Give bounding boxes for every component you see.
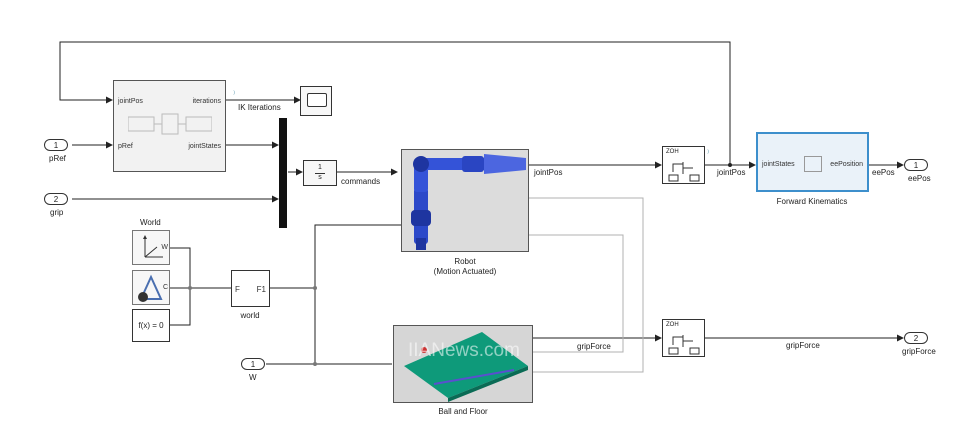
world-frame-axes-icon <box>143 235 163 258</box>
outport-eepos-label: eePos <box>908 174 931 183</box>
inport-grip-label: grip <box>50 208 64 217</box>
rigid-transform-block[interactable]: F F1 <box>231 270 270 307</box>
zoh-1-symbol-icon <box>668 162 700 182</box>
floor-plane-icon <box>404 332 528 402</box>
watermark-text: IIANews.com <box>408 340 520 361</box>
scope-screen-icon <box>307 93 327 107</box>
zoh-1-title: ZOH <box>666 149 679 155</box>
mechanism-config-block[interactable]: C <box>132 270 170 305</box>
integrator-block[interactable]: 1 s <box>303 160 337 186</box>
forward-kinematics-block[interactable]: jointStates eePosition <box>756 132 869 192</box>
transform-label: world <box>240 311 260 320</box>
feedback-wire <box>59 41 731 165</box>
transform-port-f: F <box>235 285 240 294</box>
zoh-block-1[interactable]: ZOH <box>662 146 705 184</box>
zoh-1-jointpos-label: jointPos <box>717 168 746 177</box>
fk-port-eeposition: eePosition <box>830 161 863 168</box>
zoh-block-2[interactable]: ZOH <box>662 319 705 357</box>
transform-port-f1: F1 <box>256 285 266 294</box>
world-frame-block[interactable]: W <box>132 230 170 265</box>
zoh-2-gripforce-label: gripForce <box>786 341 820 350</box>
zoh-2-symbol-icon <box>668 335 700 355</box>
zoh-1-logging-icon: ⁾ <box>707 148 710 158</box>
mechanism-config-icon <box>138 274 163 302</box>
solver-config-text: f(x) = 0 <box>138 321 164 330</box>
inport-w-label: W <box>249 373 257 382</box>
robot-block[interactable] <box>401 149 529 252</box>
world-port-label: W <box>161 244 168 251</box>
scope-block[interactable] <box>300 86 332 116</box>
fk-title: Forward Kinematics <box>776 197 848 206</box>
inport-pref-label: pRef <box>49 154 66 163</box>
integrator-denominator: s <box>318 174 322 181</box>
eepos-signal-label: eePos <box>872 168 895 177</box>
ik-port-iterations: iterations <box>192 98 221 105</box>
outport-gripforce[interactable]: 2 <box>904 332 928 344</box>
inport-w[interactable]: 1 <box>241 358 265 370</box>
fk-port-jointstates: jointStates <box>762 161 795 168</box>
robot-arm-icon <box>411 154 526 250</box>
fk-internal-icon <box>804 156 822 172</box>
ball-and-floor-block[interactable]: IIANews.com <box>393 325 533 403</box>
ik-port-jointstates: jointStates <box>188 143 221 150</box>
robot-subtitle: (Motion Actuated) <box>433 267 497 276</box>
robot-jointpos-label: jointPos <box>534 168 563 177</box>
solver-config-block[interactable]: f(x) = 0 <box>132 309 170 342</box>
ik-internal-sketch-icon <box>128 113 212 135</box>
outport-gripforce-label: gripForce <box>902 347 936 356</box>
mechanism-config-port: C <box>162 284 168 291</box>
ik-port-pref: pRef <box>118 143 133 150</box>
outport-eepos[interactable]: 1 <box>904 159 928 171</box>
integrator-numerator: 1 <box>318 164 322 171</box>
ik-subsystem-block[interactable]: jointPos pRef iterations jointStates <box>113 80 226 172</box>
inport-pref[interactable]: 1 <box>44 139 68 151</box>
commands-label: commands <box>341 177 381 186</box>
ik-iterations-label: IK Iterations <box>238 103 281 112</box>
signal-logging-icon: ⁾ <box>233 89 236 99</box>
ball-and-floor-title: Ball and Floor <box>438 407 488 416</box>
zoh-2-title: ZOH <box>666 322 679 328</box>
mux-block[interactable] <box>279 118 287 228</box>
ball-gripforce-label: gripForce <box>577 342 611 351</box>
robot-title: Robot <box>454 257 476 266</box>
inport-grip[interactable]: 2 <box>44 193 68 205</box>
world-frame-title: World <box>140 218 161 227</box>
ik-port-jointpos: jointPos <box>118 98 143 105</box>
